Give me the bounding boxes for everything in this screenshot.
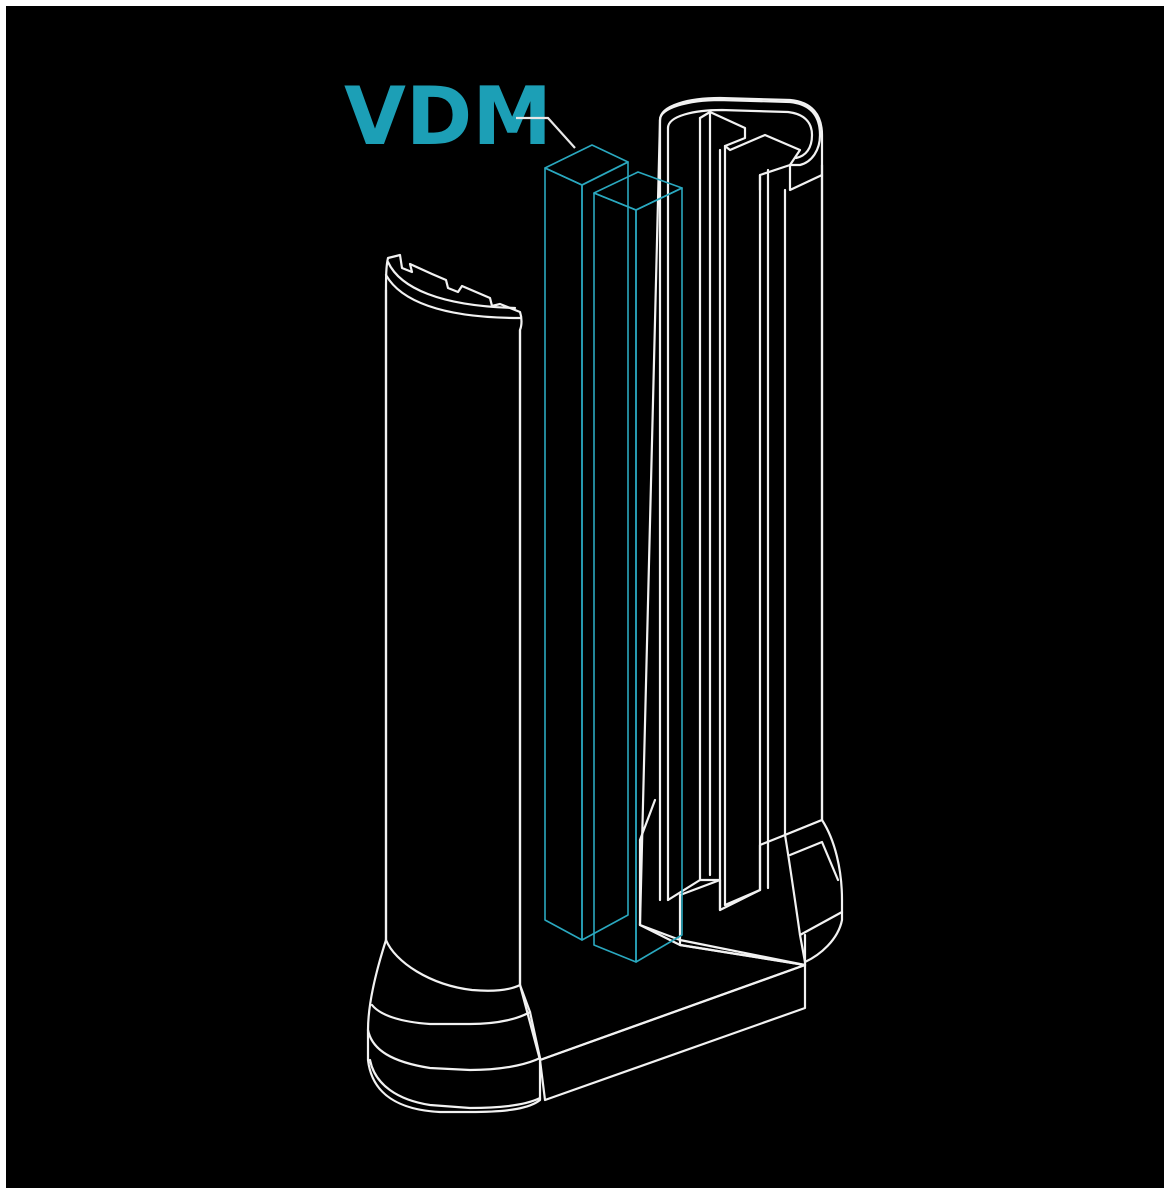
right-housing <box>638 96 844 967</box>
diagram-background <box>6 6 1164 1188</box>
vdm-label: VDM <box>344 70 552 163</box>
vdm-insert-back <box>593 171 683 963</box>
vdm-callout: VDM <box>344 70 576 163</box>
vdm-leader-line <box>516 116 576 149</box>
left-cover-shell <box>366 253 542 1114</box>
base-plate <box>538 963 807 1102</box>
vdm-insert-front <box>544 144 629 941</box>
